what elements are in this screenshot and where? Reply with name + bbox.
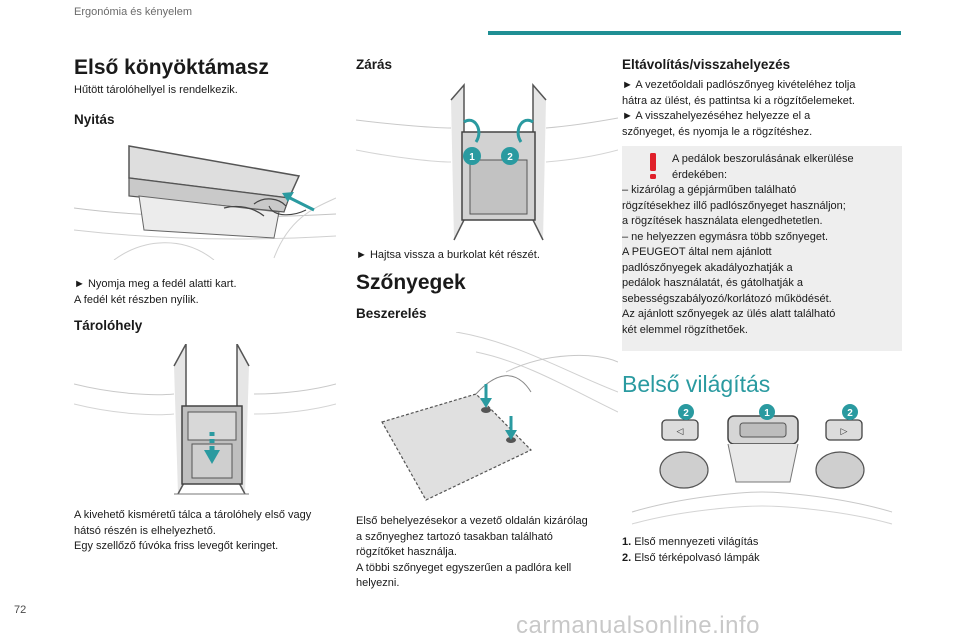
install-line: rögzítőket használja. — [356, 546, 457, 558]
marker-1: 1 — [469, 152, 475, 163]
legend-item: 2. Első térképolvasó lámpák — [622, 551, 760, 564]
lighting-marker-right: 2 — [847, 408, 853, 419]
running-header: Ergonómia és kényelem — [74, 6, 193, 18]
install-line: a szőnyeghez tartozó tasakban található — [356, 530, 553, 543]
marker-2: 2 — [507, 152, 513, 163]
closing-text: ► Hajtsa vissza a burkolat két részét. — [356, 249, 540, 261]
warning-line: – ne helyezzen egymásra több szőnyeget. — [622, 230, 829, 243]
lighting-marker-center: 1 — [764, 408, 770, 419]
svg-text:◁: ◁ — [677, 426, 684, 436]
closing-heading: Zárás — [356, 57, 393, 72]
install-text: Első behelyezésekor a vezető oldalán kiz… — [356, 514, 588, 592]
warning-box — [622, 146, 902, 351]
install-line: Első behelyezésekor a vezető oldalán kiz… — [356, 515, 588, 527]
warning-icon — [650, 153, 656, 179]
armrest-title: Első könyöktámasz — [74, 56, 269, 79]
storage-text: A kivehető kisméretű tálca a tárolóhely … — [74, 508, 311, 555]
armrest-opening-illustration — [74, 145, 336, 260]
removal-heading: Eltávolítás/visszahelyezés — [622, 57, 791, 72]
storage-line: hátsó részén is elhelyezhető. — [74, 524, 216, 537]
watermark: carmanualsonline.info — [516, 612, 760, 639]
lighting-marker-left: 2 — [683, 408, 689, 419]
closing-illustration: 1 2 — [356, 82, 618, 241]
mats-title: Szőnyegek — [356, 271, 466, 294]
warning-line: a rögzítések használata elengedhetetlen. — [622, 215, 823, 227]
armrest-subtitle: Hűtött tárolóhellyel is rendelkezik. — [74, 84, 238, 96]
warning-line: – kizárólag a gépjárműben található — [622, 184, 797, 196]
svg-text:▷: ▷ — [841, 426, 848, 436]
warning-line: rögzítésekhez illő padlószőnyeget haszná… — [622, 199, 846, 212]
removal-line: ► A visszahelyezéséhez helyezze el a — [622, 110, 811, 122]
warning-line: pedálok használatát, és gátolhatják a — [622, 277, 804, 289]
opening-heading: Nyitás — [74, 112, 115, 127]
lighting-legend: 1. Első mennyezeti világítás 2. Első tér… — [622, 535, 760, 566]
opening-line: ► Nyomja meg a fedél alatti kart. — [74, 278, 237, 290]
warning-line: érdekében: — [672, 168, 728, 181]
removal-line: ► A vezetőoldali padlószőnyeg kivételéhe… — [622, 79, 856, 91]
warning-line: A pedálok beszorulásának elkerülése — [672, 153, 854, 165]
legend-item: 1. Első mennyezeti világítás — [622, 536, 759, 548]
storage-heading: Tárolóhely — [74, 318, 143, 333]
page-number: 72 — [14, 604, 27, 616]
removal-text: ► A vezetőoldali padlószőnyeg kivételéhe… — [622, 78, 855, 140]
header-accent-bar — [488, 31, 901, 35]
mat-installation-illustration — [381, 332, 618, 501]
install-line: helyezni. — [356, 577, 400, 589]
opening-text: ► Nyomja meg a fedél alatti kart. A fedé… — [74, 277, 237, 308]
storage-line: Egy szellőző fúvóka friss levegőt kering… — [74, 540, 279, 552]
interior-lighting-illustration: ◁ ▷ 2 1 2 — [631, 404, 893, 525]
warning-line: Az ajánlott szőnyegek az ülés alatt talá… — [622, 308, 836, 320]
warning-text: A pedálok beszorulásának elkerülése érde… — [622, 152, 902, 338]
warning-line: padlószőnyegek akadályozhatják a — [622, 261, 793, 274]
install-line: A többi szőnyeget egyszerűen a padlóra k… — [356, 561, 572, 574]
removal-line: szőnyeget, és nyomja le a rögzítéshez. — [622, 125, 813, 138]
install-heading: Beszerelés — [356, 306, 427, 321]
warning-line: két elemmel rögzíthetőek. — [622, 323, 748, 336]
opening-line: A fedél két részben nyílik. — [74, 293, 199, 306]
removal-line: hátra az ülést, és pattintsa ki a rögzít… — [622, 94, 855, 107]
warning-line: A PEUGEOT által nem ajánlott — [622, 246, 772, 258]
warning-line: sebességszabályozó/korlátozó működését. — [622, 292, 832, 305]
lighting-title: Belső világítás — [622, 371, 771, 397]
storage-line: A kivehető kisméretű tálca a tárolóhely … — [74, 509, 312, 521]
storage-illustration — [74, 344, 336, 495]
